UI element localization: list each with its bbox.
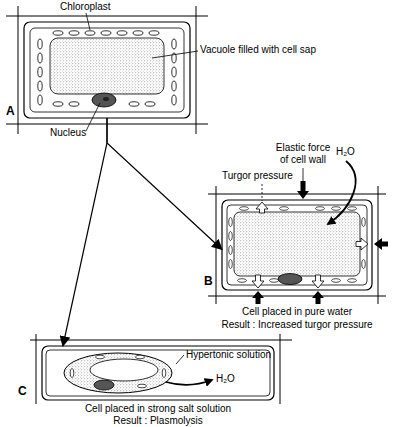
panel-caption: Cell placed in pure water [207, 306, 387, 318]
panel-caption: Result : Increased turgor pressure [207, 319, 387, 331]
vacuole [50, 38, 164, 94]
shrunken-protoplast [64, 353, 172, 393]
cell-membrane [30, 28, 184, 112]
turgor-arrow [312, 275, 324, 288]
wall-force-arrow [374, 238, 388, 250]
vacuole [90, 359, 158, 381]
arrow-connector [63, 118, 107, 346]
part-label: H₂O [336, 146, 355, 158]
wall-force-arrow [297, 181, 309, 199]
part-label: Chloroplast [60, 1, 111, 13]
part-label: H₂O [216, 373, 235, 385]
part-label: Nucleus [50, 127, 86, 139]
nucleus [278, 274, 302, 285]
water-outflow-arrow [166, 380, 212, 385]
cell-wall [24, 22, 190, 118]
chloroplast [229, 207, 366, 283]
panel-letter: C [18, 384, 27, 398]
arrow-connector [107, 118, 222, 250]
neighbour-wall [30, 334, 292, 404]
chloroplast [70, 355, 166, 388]
panel-letter: B [204, 274, 213, 288]
vacuole [234, 212, 360, 276]
turgor-arrow [356, 238, 368, 250]
nucleus [92, 93, 116, 107]
panel-caption: Cell placed in strong salt solution [42, 403, 274, 415]
cell-panel: A [24, 22, 190, 118]
cell-wall [42, 346, 274, 400]
part-label: Elastic force of cell wall [272, 142, 334, 166]
connector-group [63, 118, 222, 346]
part-label: Turgor pressure [222, 170, 293, 182]
neighbour-wall [208, 186, 386, 304]
wall-force-arrow [252, 291, 264, 304]
part-label: Hypertonic solution [186, 349, 271, 361]
neighbour-wall [6, 6, 208, 134]
water-inflow-arrow [328, 161, 356, 224]
part-label: Vacuole filled with cell sap [200, 44, 316, 56]
panel-letter: A [6, 104, 15, 118]
cell-wall [222, 200, 372, 290]
cell-panel: BCell placed in pure waterResult : Incre… [222, 200, 372, 290]
turgor-arrow [252, 275, 264, 288]
wall-force-arrow [312, 291, 324, 304]
leader-line [262, 184, 263, 201]
turgor-arrow [256, 202, 268, 213]
panel-caption: Result : Plasmolysis [42, 415, 274, 427]
chloroplast [38, 31, 176, 106]
nucleus [94, 380, 114, 390]
cell-membrane [227, 205, 367, 285]
nucleolus [103, 97, 109, 101]
